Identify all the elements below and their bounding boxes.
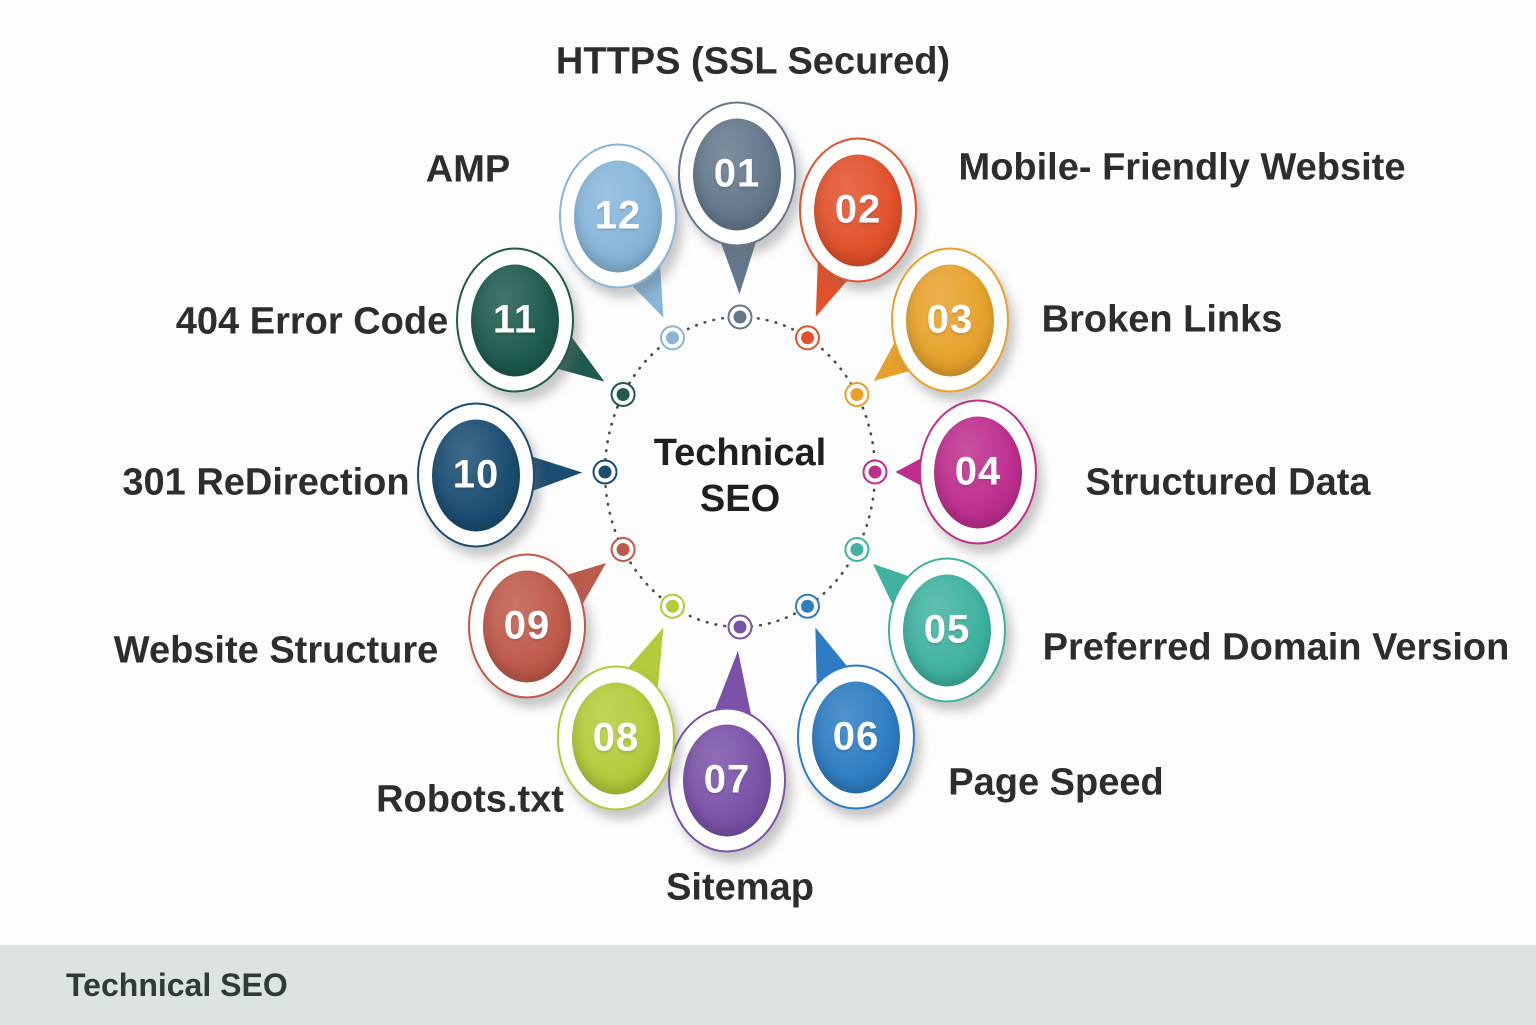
- label-301-redirection: 301 ReDirection: [122, 461, 410, 504]
- bubble-01-https: 01: [678, 101, 796, 247]
- ring-dot: [801, 599, 814, 613]
- label-amp: AMP: [425, 148, 511, 191]
- bubble-number: 01: [713, 151, 761, 196]
- center-title-line1: Technical: [653, 432, 827, 474]
- label-page-speed: Page Speed: [948, 761, 1164, 804]
- bubble-number: 10: [452, 452, 500, 497]
- label-robots-txt: Robots.txt: [376, 778, 564, 821]
- bubble-04-structured-data: 04: [919, 399, 1037, 545]
- bubble-number: 05: [923, 607, 971, 652]
- bubble-09-website-structure: 09: [468, 553, 586, 699]
- ring-dot: [733, 310, 747, 324]
- center-title-line2: SEO: [699, 478, 781, 520]
- ring-dot: [598, 465, 612, 479]
- bubble-circle: 04: [934, 416, 1022, 528]
- bubble-circle: 08: [572, 682, 660, 794]
- bubble-03-broken-links: 03: [891, 247, 1009, 393]
- bubble-number: 12: [594, 193, 642, 238]
- ring-dot: [850, 388, 864, 401]
- bubble-number: 08: [592, 715, 640, 760]
- bubble-11-404-error: 11: [456, 247, 574, 393]
- ring-dot: [666, 599, 679, 613]
- label-404-error: 404 Error Code: [175, 300, 449, 343]
- ring-dot: [801, 331, 814, 345]
- bubble-circle: 09: [483, 570, 571, 682]
- ring-dot: [868, 465, 882, 479]
- label-mobile-friendly: Mobile- Friendly Website: [958, 146, 1406, 189]
- bubble-05-preferred-domain: 05: [888, 557, 1006, 703]
- label-sitemap: Sitemap: [666, 866, 814, 909]
- bubble-10-301-redirection: 10: [417, 402, 535, 548]
- label-preferred-domain: Preferred Domain Version: [1042, 626, 1510, 669]
- bubble-circle: 07: [683, 724, 771, 836]
- bubble-08-robots-txt: 08: [557, 665, 675, 811]
- label-website-structure: Website Structure: [113, 629, 439, 672]
- ring-dot: [850, 543, 864, 556]
- bubble-circle: 01: [693, 118, 781, 230]
- bubble-number: 09: [503, 603, 551, 648]
- bubble-12-amp: 12: [559, 143, 677, 289]
- bubble-circle: 06: [812, 681, 900, 793]
- bubble-circle: 10: [432, 419, 520, 531]
- bubble-circle: 03: [906, 264, 994, 376]
- ring-dot: [616, 543, 630, 556]
- bubble-06-page-speed: 06: [797, 664, 915, 810]
- bubble-circle: 11: [471, 264, 559, 376]
- bubble-number: 11: [492, 297, 538, 342]
- bubble-circle: 12: [574, 160, 662, 272]
- bubble-number: 03: [926, 297, 974, 342]
- label-structured-data: Structured Data: [1085, 461, 1371, 504]
- bubble-07-sitemap: 07: [668, 707, 786, 853]
- label-https: HTTPS (SSL Secured): [555, 40, 951, 83]
- footer-title: Technical SEO: [66, 966, 288, 1003]
- bubble-circle: 02: [814, 154, 902, 266]
- bubble-number: 02: [834, 187, 882, 232]
- bubble-circle: 05: [903, 574, 991, 686]
- bubble-number: 04: [954, 449, 1002, 494]
- bubble-number: 06: [832, 714, 880, 759]
- ring-dot: [733, 620, 747, 634]
- center-title: Technical SEO: [654, 430, 826, 522]
- label-broken-links: Broken Links: [1041, 298, 1283, 341]
- footer-bar: Technical SEO: [0, 945, 1536, 1025]
- bubble-number: 07: [703, 757, 751, 802]
- ring-dot: [616, 388, 630, 401]
- bubble-02-mobile-friendly: 02: [799, 137, 917, 283]
- ring-dot: [666, 331, 679, 345]
